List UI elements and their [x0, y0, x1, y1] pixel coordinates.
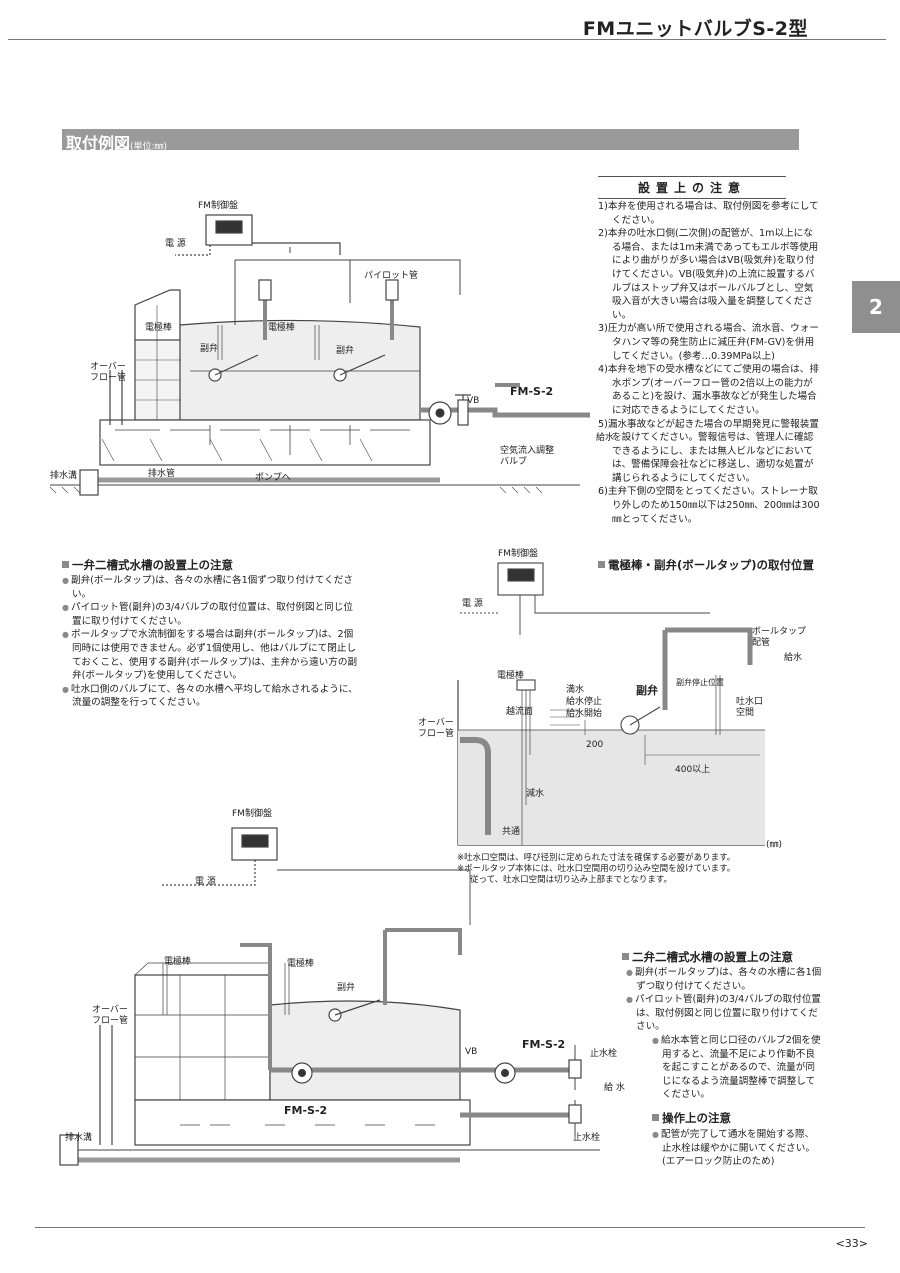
one-valve-note-item: 吐水口側のバルブにて、各々の水槽へ平均して給水されるように、流量の調整を行ってく… — [62, 683, 362, 710]
operation-note-item: 配管が完了して通水を開始する際、止水栓は緩やかに開いてください。(エアーロック防… — [652, 1128, 822, 1169]
d2-low-label: 減水 — [526, 789, 545, 799]
one-valve-notes-list: 副弁(ボールタップ)は、各々の水槽に各1個ずつ取り付けてください。 パイロット管… — [62, 574, 362, 710]
operation-notes-title: 操作上の注意 — [652, 1110, 731, 1126]
d1-sub-valve1-label: 副弁 — [200, 344, 219, 354]
d1-drain-pipe-label: 排水管 — [148, 469, 176, 479]
header-rule — [8, 39, 886, 40]
d2-power-label: 電 源 — [462, 599, 483, 609]
setup-note-item: 5)漏水事故などが起きた場合の早期発見に警報装置を設けてください。警報信号は、管… — [598, 418, 819, 484]
d2-dim-200-label: 200 — [586, 740, 604, 750]
section-title: 取付例図(単位:㎜) — [66, 130, 167, 154]
d2-unit-label: (㎜) — [766, 840, 783, 850]
d3-overflow-label: オーバー フロー管 — [92, 1005, 129, 1026]
one-valve-note-item: 副弁(ボールタップ)は、各々の水槽に各1個ずつ取り付けてください。 — [62, 574, 362, 601]
d3-drain-ditch-label: 排水溝 — [65, 1133, 93, 1143]
setup-notes-list: 1)本弁を使用される場合は、取付例図を参考にしてください。 2)本弁の吐水口側(… — [598, 200, 820, 526]
d3-sub-valve-label: 副弁 — [337, 983, 356, 993]
diagram-two-valve-install — [59, 827, 600, 1166]
diagram-one-valve-install — [49, 214, 590, 496]
d2-note2: ※ボールタップ本体には、吐水口空間用の切り込み空間を設けています。 — [457, 864, 736, 874]
d1-supply-label: 給水 — [596, 433, 615, 443]
section-title-text: 取付例図 — [66, 134, 131, 153]
d3-fm-panel-label: FM制御盤 — [232, 809, 272, 819]
d2-sub-valve-label: 副弁 — [636, 684, 658, 697]
page-number: <33> — [835, 1237, 868, 1250]
d3-electrode1-label: 電極棒 — [164, 957, 192, 967]
d2-dim-400-label: 400以上 — [675, 765, 711, 775]
d3-vb-label: VB — [465, 1047, 478, 1057]
d1-overflow-label: オーバー フロー管 — [90, 362, 127, 383]
one-valve-note-item: パイロット管(副弁)の3/4バルブの取付位置は、取付例図と同じ位置に取り付けてく… — [62, 601, 362, 628]
d2-overflow-surface-label: 越流面 — [506, 707, 534, 717]
d2-outlet-space-label: 吐水口 空間 — [736, 697, 764, 718]
one-valve-note-item: ボールタップで水流制御をする場合は副弁(ボールタップ)は、2個同時には使用できま… — [62, 628, 362, 682]
d1-power-label: 電 源 — [165, 239, 186, 249]
section-bar — [62, 129, 799, 150]
d2-stop-label: 給水停止 — [566, 697, 603, 707]
d2-note3: 従って、吐水口空間は切り込み上部までとなります。 — [470, 875, 673, 885]
two-valve-note-item: パイロット管(副弁)の3/4バルブの取付位置は、取付例図と同じ位置に取り付けてく… — [626, 993, 822, 1034]
d1-vb-label: VB — [467, 396, 480, 406]
d2-fm-panel-label: FM制御盤 — [498, 549, 538, 559]
setup-note-item: 6)主弁下側の空間をとってください。ストレーナ取り外しのため150㎜以下は250… — [598, 486, 820, 525]
setup-notes-title: 設置上の注意 — [598, 176, 786, 199]
two-valve-note-item: 給水本管と同じ口径のバルブ2個を使用すると、流量不足により作動不良を起こすことが… — [652, 1034, 822, 1102]
d1-electrode1-label: 電極棒 — [145, 323, 173, 333]
d2-full-label: 満水 — [566, 685, 585, 695]
d2-electrode-label: 電極棒 — [497, 671, 525, 681]
d1-fms2-label: FM-S-2 — [510, 385, 554, 398]
setup-note-item: 1)本弁を使用される場合は、取付例図を参考にしてください。 — [598, 201, 819, 226]
two-valve-notes-list: 副弁(ボールタップ)は、各々の水槽に各1個ずつ取り付けてください。 パイロット管… — [626, 966, 822, 1102]
document-title: FMユニットバルブS-2型 — [582, 18, 808, 40]
setup-note-item: 3)圧力が高い所で使用される場合、流水音、ウォータハンマ等の発生防止に減圧弁(F… — [598, 323, 819, 362]
two-valve-note-item: 副弁(ボールタップ)は、各々の水槽に各1個ずつ取り付けてください。 — [626, 966, 822, 993]
operation-notes-list: 配管が完了して通水を開始する際、止水栓は緩やかに開いてください。(エアーロック防… — [652, 1128, 822, 1169]
d2-supply-label: 給水 — [784, 653, 803, 663]
d3-electrode2-label: 電極棒 — [287, 959, 315, 969]
d1-air-valve-label: 空気流入調整 バルブ — [500, 446, 555, 467]
d3-fms2b-label: FM-S-2 — [284, 1104, 328, 1117]
d3-stop2-label: 止水栓 — [573, 1133, 601, 1143]
d1-electrode2-label: 電極棒 — [268, 323, 296, 333]
d2-stop-pos-label: 副弁停止位置 — [676, 678, 724, 687]
d3-supply-label: 給 水 — [604, 1083, 625, 1093]
d1-pilot-pipe-label: パイロット管 — [364, 271, 419, 281]
d3-power-label: 電 源 — [195, 877, 216, 887]
diagram-electrode-position — [457, 562, 765, 846]
d2-start-label: 給水開始 — [566, 709, 603, 719]
setup-note-item: 4)本弁を地下の受水槽などにてご使用の場合は、排水ポンプ(オーバーフロー管の2倍… — [598, 364, 819, 416]
d3-fms2a-label: FM-S-2 — [522, 1038, 566, 1051]
d1-fm-panel-label: FM制御盤 — [198, 201, 238, 211]
d2-balltap-label: ボールタップ 配管 — [752, 627, 807, 648]
section-unit: (単位:㎜) — [130, 142, 168, 152]
d2-overflow-label: オーバー フロー管 — [418, 718, 455, 739]
d3-stop1-label: 止水栓 — [590, 1049, 618, 1059]
setup-note-item: 2)本弁の吐水口側(二次側)の配管が、1m以上になる場合、または1m未満であって… — [598, 228, 819, 321]
two-valve-notes-title: 二弁二槽式水槽の設置上の注意 — [622, 949, 793, 965]
d2-common-label: 共通 — [502, 827, 521, 837]
chapter-tab[interactable]: 2 — [852, 281, 900, 333]
d2-note1: ※吐水口空間は、呼び径別に定められた寸法を確保する必要があります。 — [457, 853, 736, 863]
footer-rule — [35, 1227, 865, 1228]
d1-drain-ditch-label: 排水溝 — [50, 471, 78, 481]
electrode-position-title: 電極棒・副弁(ボールタップ)の取付位置 — [598, 557, 814, 573]
one-valve-notes-title: 一弁二槽式水槽の設置上の注意 — [62, 557, 233, 573]
d1-sub-valve2-label: 副弁 — [336, 346, 355, 356]
d1-pump-label: ポンプへ — [255, 473, 291, 483]
